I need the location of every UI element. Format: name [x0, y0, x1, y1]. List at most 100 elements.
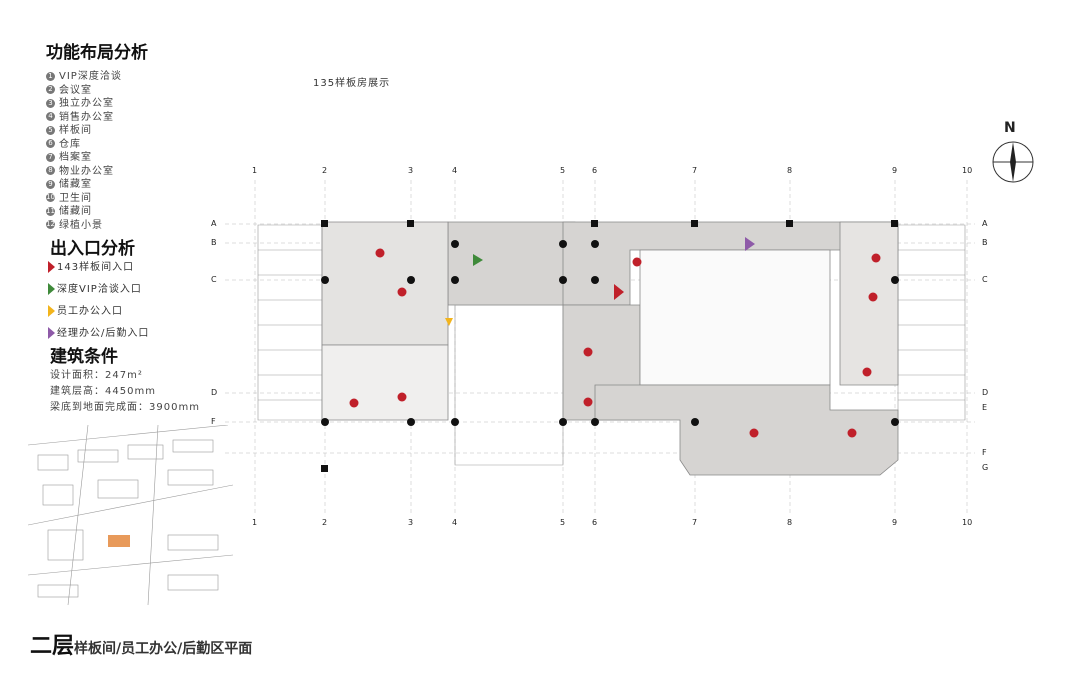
number-badge: 5 — [46, 125, 55, 135]
grid-label: 8 — [787, 518, 793, 527]
site-highlight — [108, 535, 130, 547]
legend-item: 10 卫生间 — [46, 192, 122, 206]
legend-item: 3 独立办公室 — [46, 97, 122, 111]
grid-label: 8 — [787, 166, 793, 175]
grid-label: A — [211, 219, 217, 228]
number-badge: 9 — [46, 179, 55, 189]
grid-label: 6 — [592, 166, 598, 175]
number-badge: 12 — [46, 220, 55, 229]
grid-label: G — [982, 463, 989, 472]
entrance-label: 员工办公入口 — [57, 306, 123, 317]
condition-clearance: 梁底到地面完成面：3900mm — [50, 402, 200, 413]
green-entrance-marker — [473, 254, 483, 266]
grid-label: 2 — [322, 518, 328, 527]
entrance-item: 员工办公入口 — [48, 304, 149, 326]
entrance-label: 深度VIP洽谈入口 — [57, 284, 142, 295]
grid-label: B — [211, 238, 217, 247]
number-badge: 1 — [46, 71, 55, 81]
legend-label: 档案室 — [59, 152, 92, 163]
yellow-entrance-marker — [445, 318, 453, 326]
red-entrance-marker — [614, 284, 624, 300]
entrance-label: 经理办公/后勤入口 — [57, 328, 150, 339]
grid-label: 3 — [408, 518, 414, 527]
green-triangle-icon — [48, 283, 55, 295]
grid-label: 3 — [408, 166, 414, 175]
condition-area: 设计面积：247m² — [50, 370, 143, 381]
floor-label: 二层 — [30, 634, 75, 659]
legend-item: 5 样板间 — [46, 124, 122, 138]
legend-item: 12 绿植小景 — [46, 219, 122, 233]
footer-title: 二层样板间/员工办公/后勤区平面 — [30, 628, 252, 660]
legend-label: 独立办公室 — [59, 98, 114, 109]
conditions-title: 建筑条件 — [50, 347, 118, 367]
grid-label: 5 — [560, 166, 566, 175]
legend-label: 储藏间 — [59, 206, 92, 217]
grid-label: 9 — [892, 166, 898, 175]
number-badge: 3 — [46, 98, 55, 108]
grid-label: 10 — [962, 518, 973, 527]
grid-label: C — [211, 275, 217, 284]
grid-label: D — [211, 388, 218, 397]
entrance-label: 143样板间入口 — [57, 262, 135, 273]
number-badge: 8 — [46, 166, 55, 175]
grid-label: 1 — [252, 166, 258, 175]
legend-item: 2 会议室 — [46, 84, 122, 98]
grid-label: C — [982, 275, 988, 284]
entrance-legend: 143样板间入口 深度VIP洽谈入口 员工办公入口 经理办公/后勤入口 — [48, 260, 149, 348]
yellow-triangle-icon — [48, 305, 55, 317]
number-badge: 6 — [46, 139, 55, 148]
purple-entrance-marker — [745, 237, 755, 251]
entrance-title: 出入口分析 — [50, 239, 135, 259]
number-badge: 2 — [46, 85, 55, 94]
legend-label: 卫生间 — [59, 192, 92, 204]
number-badge: 7 — [46, 152, 55, 162]
entrance-item: 深度VIP洽谈入口 — [48, 282, 149, 304]
condition-height: 建筑层高：4450mm — [50, 386, 156, 397]
grid-label: 6 — [592, 518, 598, 527]
legend-item: 6 仓库 — [46, 138, 122, 152]
legend-item: 9 储藏室 — [46, 178, 122, 192]
compass-label: N — [1004, 120, 1016, 136]
entrance-item: 经理办公/后勤入口 — [48, 326, 149, 348]
compass-icon — [992, 141, 1034, 183]
legend-label: 仓库 — [59, 138, 81, 150]
legend-label: 会议室 — [59, 84, 92, 96]
grid-label: 2 — [322, 166, 328, 175]
legend-label: 绿植小景 — [59, 219, 103, 231]
legend-label: 销售办公室 — [59, 111, 114, 123]
number-badge: 10 — [46, 193, 55, 202]
grid-label: B — [982, 238, 988, 247]
conditions-list: 设计面积：247m² 建筑层高：4450mm 梁底到地面完成面：3900mm — [50, 368, 200, 416]
north-compass: N — [991, 120, 1035, 186]
legend-label: 储藏室 — [59, 179, 92, 190]
function-layout-title: 功能布局分析 — [46, 43, 148, 63]
grid-label: A — [982, 219, 988, 228]
number-badge: 4 — [46, 112, 55, 121]
legend-item: 7 档案室 — [46, 151, 122, 165]
grid-label: F — [982, 448, 987, 457]
grid-label: D — [982, 388, 989, 397]
grid-label: 4 — [452, 518, 458, 527]
entrance-item: 143样板间入口 — [48, 260, 149, 282]
legend-label: 物业办公室 — [59, 165, 114, 177]
grid-label: 7 — [692, 166, 698, 175]
number-badge: 11 — [46, 206, 55, 216]
legend-label: 样板间 — [59, 125, 92, 136]
plan-caption: 135样板房展示 — [313, 78, 391, 89]
grid-label: E — [982, 403, 988, 412]
purple-triangle-icon — [48, 327, 55, 339]
grid-label: 5 — [560, 518, 566, 527]
grid-label: 1 — [252, 518, 258, 527]
site-map — [28, 425, 233, 605]
legend-item: 4 销售办公室 — [46, 111, 122, 125]
legend-item: 11 储藏间 — [46, 205, 122, 219]
floor-areas — [321, 221, 899, 476]
grid-label: F — [211, 417, 216, 426]
grid-label: 7 — [692, 518, 698, 527]
red-triangle-icon — [48, 261, 55, 273]
grid-label: 4 — [452, 166, 458, 175]
grid-label: 9 — [892, 518, 898, 527]
